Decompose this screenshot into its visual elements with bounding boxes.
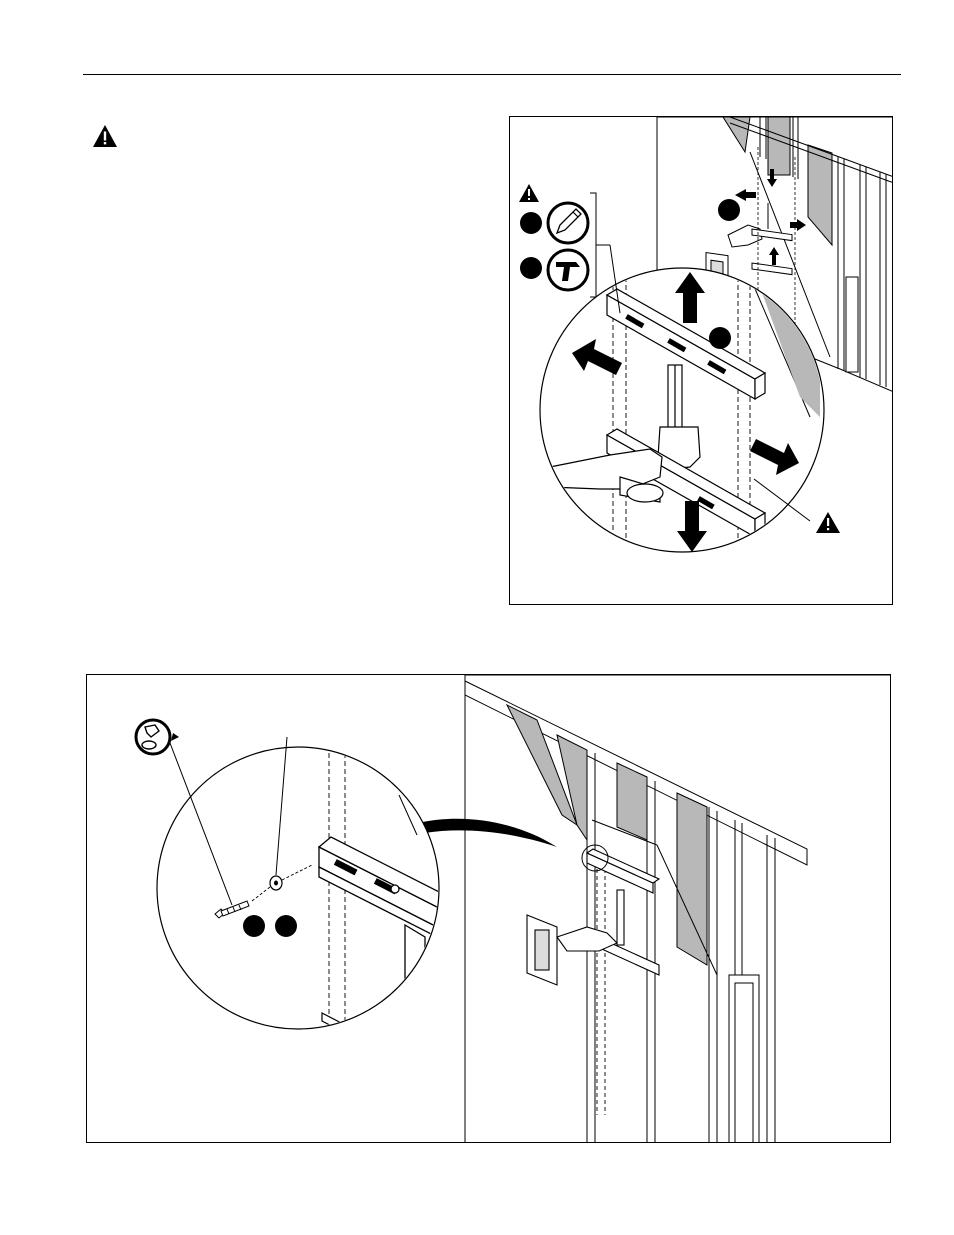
step-badge-c [520,212,542,234]
wall-framing [465,675,891,1143]
header-rule [83,74,901,75]
washer-hole [274,881,278,886]
step-badge-b [709,327,731,349]
warning-triangle-icon [92,124,118,148]
pencil-mark-icon [548,203,588,243]
figure-locate-studs [509,116,893,605]
step-badge-e [243,915,265,937]
step-badge-d [520,257,542,279]
step-badge-a [718,199,740,221]
figure-fasten-lag-bolts [86,674,891,1143]
drill-icon [548,250,588,290]
warning-triangle-icon [816,512,840,533]
warning-triangle-icon [519,184,539,202]
step-badge-f [275,915,297,937]
